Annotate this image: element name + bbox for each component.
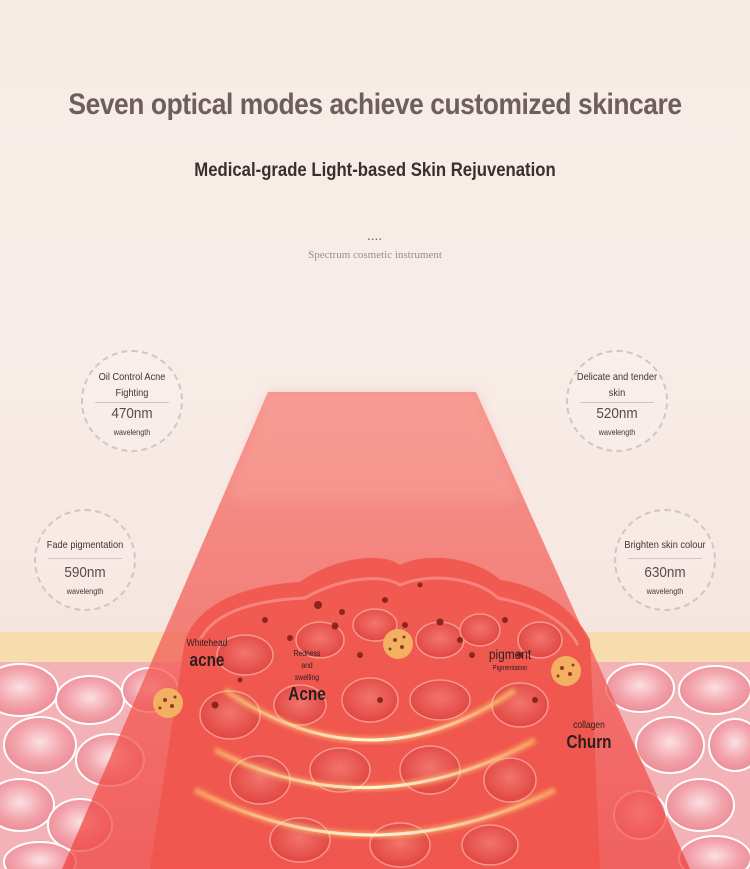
mode-590nm: Fade pigmentation 590nm wavelength	[34, 509, 136, 611]
mode-wavelength: 470nm	[111, 405, 153, 422]
tag-small: Pigmentation	[492, 665, 528, 672]
pigment-dots	[211, 582, 538, 709]
divider-dots: ....	[367, 232, 383, 243]
mode-unit: wavelength	[113, 428, 151, 437]
mode-label: Oil Control Acne Fighting	[98, 371, 166, 399]
mode-divider	[48, 558, 122, 559]
tag-redness-acne: Redness and swelling Acne	[278, 640, 336, 704]
tag-big: pigment	[488, 646, 532, 662]
tag-small: Redness and swelling	[293, 649, 321, 682]
page-subtitle: Medical-grade Light-based Skin Rejuvenat…	[194, 160, 556, 181]
tag-collagen: collagen Churn	[558, 712, 620, 764]
product-caption: Spectrum cosmetic instrument	[308, 249, 442, 261]
mode-wavelength: 590nm	[64, 564, 106, 581]
mode-unit: wavelength	[646, 587, 684, 596]
mode-wavelength: 630nm	[644, 564, 686, 581]
tag-pigment: pigment Pigmentation	[480, 634, 540, 682]
acne-blobs	[153, 629, 581, 718]
tag-big: acne	[189, 650, 225, 670]
mode-divider	[580, 402, 654, 403]
mode-520nm: Delicate and tender skin 520nm wavelengt…	[566, 350, 668, 452]
mode-label: Delicate and tender skin	[576, 371, 658, 399]
tag-whitehead-acne: Whitehead acne	[176, 632, 238, 684]
mode-unit: wavelength	[66, 587, 104, 596]
mode-label: Fade pigmentation	[46, 539, 124, 551]
tag-big: Acne	[288, 684, 326, 704]
mode-divider	[628, 558, 702, 559]
tag-small: Whitehead	[186, 638, 228, 649]
mode-label: Brighten skin colour	[624, 539, 706, 551]
mode-divider	[95, 402, 169, 403]
mode-wavelength: 520nm	[596, 405, 638, 422]
mode-unit: wavelength	[598, 428, 636, 437]
page-title: Seven optical modes achieve customized s…	[68, 88, 682, 121]
tag-small: collagen	[573, 720, 605, 731]
mode-470nm: Oil Control Acne Fighting 470nm waveleng…	[81, 350, 183, 452]
tag-big: Churn	[566, 732, 612, 752]
mode-630nm: Brighten skin colour 630nm wavelength	[614, 509, 716, 611]
light-waves	[193, 687, 557, 838]
